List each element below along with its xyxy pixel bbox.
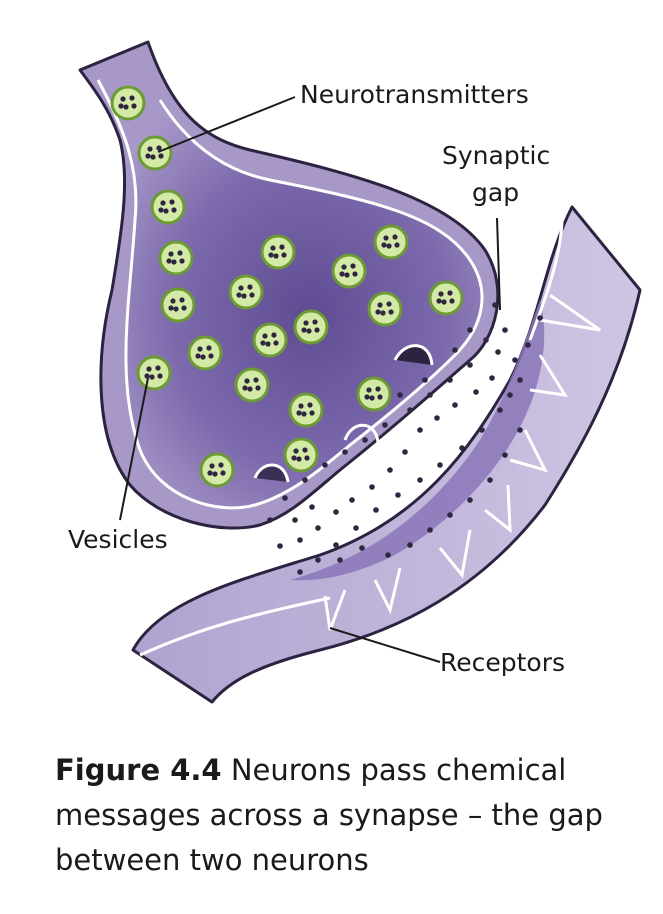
neurotransmitter-dot — [359, 545, 365, 551]
neurotransmitter-dot — [362, 437, 368, 443]
neurotransmitter-dot — [487, 477, 493, 483]
neurotransmitter-dot — [437, 462, 443, 468]
vesicle — [234, 367, 270, 403]
vesicle — [283, 437, 319, 473]
vesicle — [158, 240, 194, 276]
neurotransmitter-dots — [267, 302, 543, 575]
neurotransmitter-dot — [434, 415, 440, 421]
neurotransmitter-dot — [395, 492, 401, 498]
neurotransmitter-dot — [447, 377, 453, 383]
neurotransmitter-dot — [302, 477, 308, 483]
figure-caption: Figure 4.4 Neurons pass chemical message… — [55, 748, 645, 883]
neurotransmitter-dot — [502, 452, 508, 458]
neurotransmitter-dot — [479, 427, 485, 433]
neurotransmitters-label: Neurotransmitters — [300, 80, 529, 109]
vesicles-group — [110, 85, 464, 488]
neurotransmitter-dot — [387, 467, 393, 473]
neurotransmitter-dot — [467, 327, 473, 333]
neurotransmitter-dot — [417, 427, 423, 433]
neurotransmitter-dot — [315, 557, 321, 563]
synaptic-gap-label-line1: Synaptic — [442, 141, 551, 170]
neurotransmitter-dot — [473, 389, 479, 395]
vesicle — [160, 287, 196, 323]
neurotransmitter-dot — [322, 462, 328, 468]
vesicle — [137, 135, 173, 171]
vesicle — [288, 392, 324, 428]
neurotransmitter-dot — [369, 484, 375, 490]
neurotransmitter-dot — [502, 327, 508, 333]
neurotransmitter-dot — [297, 569, 303, 575]
vesicle — [260, 234, 296, 270]
neurotransmitter-dot — [349, 497, 355, 503]
neurotransmitter-dot — [507, 392, 513, 398]
neurotransmitter-dot — [537, 315, 543, 321]
neurotransmitter-dot — [489, 375, 495, 381]
neurotransmitter-dot — [452, 402, 458, 408]
neurotransmitter-dot — [525, 342, 531, 348]
neurotransmitter-dot — [427, 527, 433, 533]
vesicle — [228, 274, 264, 310]
neurotransmitter-dot — [422, 377, 428, 383]
receptors-label: Receptors — [440, 648, 566, 677]
neurotransmitter-dot — [517, 427, 523, 433]
neurotransmitter-dot — [407, 407, 413, 413]
neurotransmitters-leader — [157, 96, 296, 153]
neurotransmitter-dot — [385, 552, 391, 558]
receiving-neuron — [131, 205, 642, 704]
neurotransmitter-dot — [277, 543, 283, 549]
neurotransmitter-dot — [459, 445, 465, 451]
neurotransmitter-dot — [373, 507, 379, 513]
neurotransmitter-dot — [333, 542, 339, 548]
vesicle — [428, 280, 464, 316]
neurotransmitter-dot — [353, 525, 359, 531]
neurotransmitter-dot — [292, 517, 298, 523]
neurotransmitter-dot — [467, 497, 473, 503]
receptors-leader — [329, 627, 441, 663]
neurotransmitter-dot — [382, 422, 388, 428]
neurotransmitter-dot — [495, 349, 501, 355]
vesicles-label: Vesicles — [68, 525, 168, 554]
caption-text: Neurons pass chemical messages across a … — [55, 753, 603, 877]
neurotransmitter-dot — [407, 542, 413, 548]
neurotransmitter-dot — [447, 512, 453, 518]
neurotransmitter-dot — [397, 392, 403, 398]
vesicle — [331, 253, 367, 289]
neurotransmitter-dot — [282, 495, 288, 501]
vesicle — [356, 376, 392, 412]
synaptic-gap-leader — [496, 217, 501, 311]
neurotransmitter-dot — [333, 509, 339, 515]
vesicle — [150, 189, 186, 225]
figure-number: Figure 4.4 — [55, 753, 222, 787]
neurotransmitter-dot — [342, 449, 348, 455]
neurotransmitter-dot — [267, 517, 273, 523]
synapse-diagram — [78, 40, 642, 704]
vesicles-leader — [119, 377, 149, 521]
neurotransmitter-dot — [483, 337, 489, 343]
vesicle — [373, 224, 409, 260]
neurotransmitter-dot — [417, 477, 423, 483]
neurotransmitter-dot — [297, 537, 303, 543]
vesicle — [110, 85, 146, 121]
synaptic-gap-label-line2: gap — [472, 178, 520, 207]
vesicle — [252, 322, 288, 358]
neurotransmitter-dot — [492, 302, 498, 308]
vesicle — [136, 355, 172, 391]
vesicle — [199, 452, 235, 488]
neurotransmitter-dot — [309, 504, 315, 510]
neurotransmitter-dot — [315, 525, 321, 531]
neurotransmitter-dot — [497, 407, 503, 413]
neurotransmitter-dot — [467, 362, 473, 368]
neurotransmitter-dot — [427, 392, 433, 398]
neurotransmitter-dot — [337, 557, 343, 563]
vesicle — [187, 335, 223, 371]
vesicle — [367, 291, 403, 327]
neurotransmitter-dot — [402, 449, 408, 455]
neurotransmitter-dot — [452, 347, 458, 353]
neurotransmitter-dot — [512, 357, 518, 363]
neurotransmitter-dot — [517, 377, 523, 383]
vesicle — [293, 309, 329, 345]
